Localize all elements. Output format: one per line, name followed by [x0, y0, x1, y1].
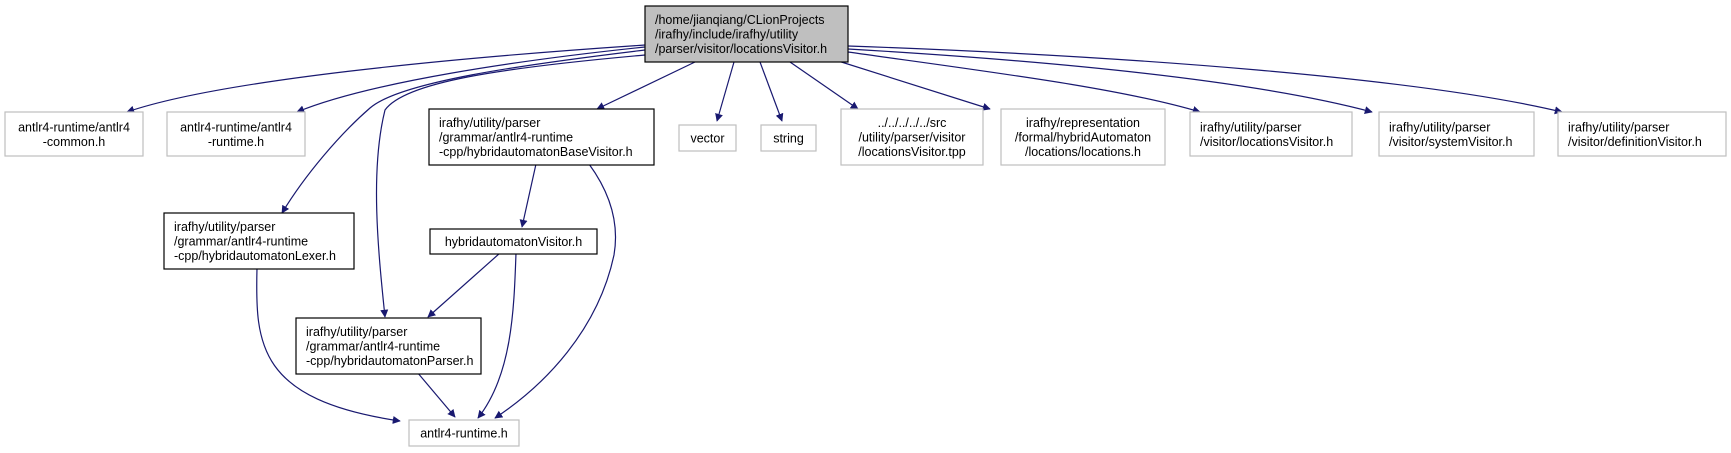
node-antlr4-runtime-dir[interactable]: antlr4-runtime/antlr4-runtime.h: [166, 111, 306, 157]
node-loc-visitor[interactable]: irafhy/utility/parser/visitor/locationsV…: [1189, 111, 1353, 157]
node-box: [295, 317, 482, 375]
node-label-line: /visitor/locationsVisitor.h: [1200, 135, 1333, 149]
node-box: [429, 228, 598, 255]
node-label-line: /irafhy/include/irafhy/utility: [655, 28, 799, 42]
node-box: [408, 419, 520, 447]
node-box: [1000, 108, 1166, 166]
node-locations-h[interactable]: irafhy/representation/formal/hybridAutom…: [1000, 108, 1166, 166]
node-box: [166, 111, 306, 157]
node-box: [4, 111, 144, 157]
node-label-line: irafhy/representation: [1026, 116, 1140, 130]
edge-root-to-def-visitor: [847, 45, 1563, 115]
node-string[interactable]: string: [760, 124, 817, 152]
edge-root-to-antlr4-runtime-dir: [296, 46, 646, 113]
node-box: [644, 5, 849, 63]
node-root-locations-visitor[interactable]: /home/jianqiang/CLionProjects/irafhy/inc…: [644, 5, 849, 63]
node-label-line: /grammar/antlr4-runtime: [439, 131, 573, 145]
edge-root-to-lexer: [281, 49, 646, 214]
node-label-line: hybridautomatonVisitor.h: [445, 235, 582, 249]
edge-root-to-base-visitor: [596, 61, 696, 110]
edge-root-to-tpp: [789, 61, 859, 110]
edge-root-to-parser: [375, 54, 646, 318]
edge-base-visitor-to-visitor: [519, 163, 537, 228]
node-label-line: /grammar/antlr4-runtime: [174, 235, 308, 249]
node-antlr4-runtime[interactable]: antlr4-runtime.h: [408, 419, 520, 447]
node-label-line: string: [773, 132, 804, 146]
node-sys-visitor[interactable]: irafhy/utility/parser/visitor/systemVisi…: [1378, 111, 1535, 157]
node-label-line: /visitor/systemVisitor.h: [1389, 135, 1512, 149]
node-label-line: irafhy/utility/parser: [1200, 120, 1301, 134]
edge-visitor-to-antlr4-runtime: [477, 252, 517, 419]
node-label-line: -common.h: [43, 135, 106, 149]
edge-root-to-loc-visitor: [847, 51, 1201, 114]
edge-root-to-vector: [715, 61, 735, 122]
node-label-line: antlr4-runtime/antlr4: [18, 120, 130, 134]
node-label-line: -cpp/hybridautomatonBaseVisitor.h: [439, 145, 633, 159]
edge-root-to-locations: [834, 59, 991, 111]
node-box: [840, 108, 984, 166]
edge-root-to-antlr4-common: [126, 44, 646, 114]
edge-lexer-to-antlr4-runtime: [256, 267, 401, 424]
node-lexer[interactable]: irafhy/utility/parser/grammar/antlr4-run…: [163, 212, 355, 270]
node-hybridautomaton-visitor[interactable]: hybridautomatonVisitor.h: [429, 228, 598, 255]
edge-parser-to-antlr4-runtime: [416, 371, 456, 418]
edge-visitor-to-parser: [427, 252, 501, 318]
node-label-line: /grammar/antlr4-runtime: [306, 340, 440, 354]
node-label-line: antlr4-runtime/antlr4: [180, 120, 292, 134]
node-label-line: /visitor/definitionVisitor.h: [1568, 135, 1702, 149]
node-label-line: /parser/visitor/locationsVisitor.h: [655, 42, 827, 56]
node-label-line: /locations/locations.h: [1025, 145, 1141, 159]
node-label-line: /formal/hybridAutomaton: [1015, 131, 1151, 145]
node-label-line: irafhy/utility/parser: [174, 220, 275, 234]
node-label-line: -cpp/hybridautomatonLexer.h: [174, 249, 336, 263]
node-label-line: antlr4-runtime.h: [420, 427, 508, 441]
node-box: [1378, 111, 1535, 157]
dependency-edges: [126, 44, 1563, 424]
node-box: [678, 124, 737, 152]
node-antlr4-common[interactable]: antlr4-runtime/antlr4-common.h: [4, 111, 144, 157]
node-label-line: -runtime.h: [208, 135, 264, 149]
node-label-line: -cpp/hybridautomatonParser.h: [306, 354, 474, 368]
node-box: [428, 108, 655, 166]
node-label-line: vector: [690, 132, 724, 146]
node-box: [1189, 111, 1353, 157]
file-nodes: /home/jianqiang/CLionProjects/irafhy/inc…: [4, 5, 1727, 447]
node-label-line: irafhy/utility/parser: [1389, 120, 1490, 134]
node-def-visitor[interactable]: irafhy/utility/parser/visitor/definition…: [1557, 111, 1727, 157]
node-parser[interactable]: irafhy/utility/parser/grammar/antlr4-run…: [295, 317, 482, 375]
edge-root-to-string: [759, 61, 784, 122]
node-box: [1557, 111, 1727, 157]
edge-base-visitor-to-antlr4-runtime: [494, 163, 617, 419]
node-label-line: /home/jianqiang/CLionProjects: [655, 13, 825, 27]
node-label-line: ../../../../../src: [878, 116, 947, 130]
node-locations-visitor-tpp[interactable]: ../../../../../src/utility/parser/visito…: [840, 108, 984, 166]
node-label-line: irafhy/utility/parser: [1568, 120, 1669, 134]
node-box: [163, 212, 355, 270]
node-label-line: irafhy/utility/parser: [306, 325, 407, 339]
edge-root-to-sys-visitor: [847, 48, 1373, 115]
node-label-line: /utility/parser/visitor: [859, 131, 966, 145]
node-label-line: irafhy/utility/parser: [439, 116, 540, 130]
node-box: [760, 124, 817, 152]
node-label-line: /locationsVisitor.tpp: [858, 145, 966, 159]
node-base-visitor[interactable]: irafhy/utility/parser/grammar/antlr4-run…: [428, 108, 655, 166]
node-vector[interactable]: vector: [678, 124, 737, 152]
